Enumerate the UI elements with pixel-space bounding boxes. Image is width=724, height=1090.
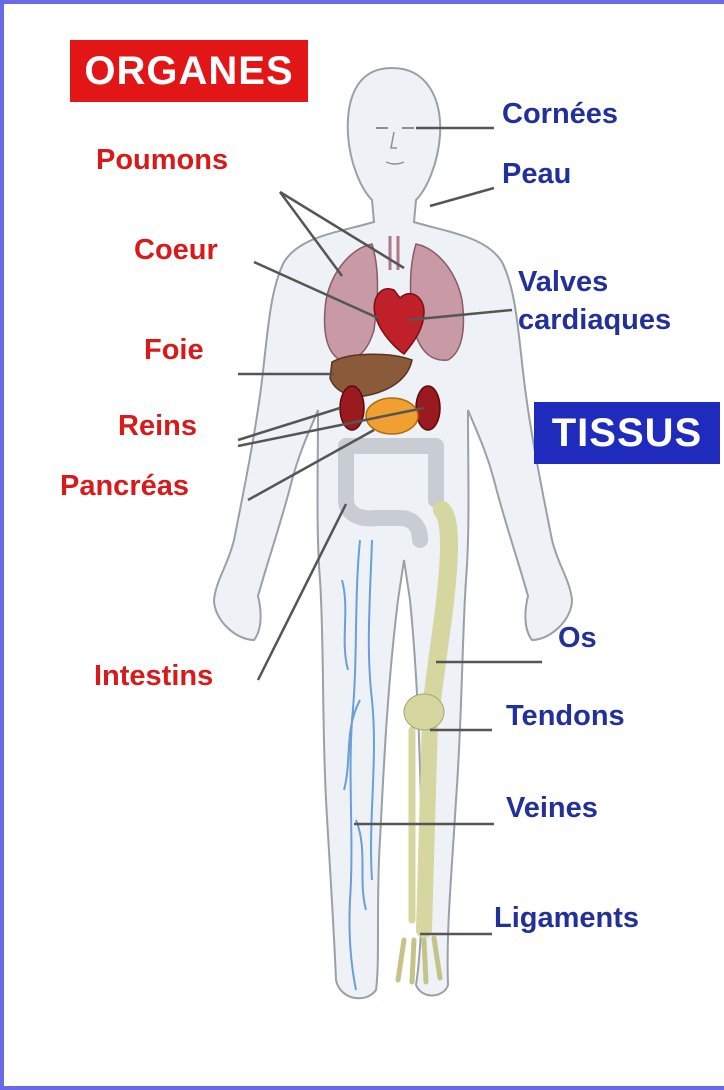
label-pancreas: Pancréas <box>60 472 189 501</box>
tissus-header: TISSUS <box>534 402 720 464</box>
label-veines: Veines <box>506 794 598 823</box>
knee <box>404 694 444 730</box>
label-foie: Foie <box>144 336 204 365</box>
label-poumons: Poumons <box>96 146 228 175</box>
label-tendons: Tendons <box>506 702 625 731</box>
leader-peau <box>430 188 494 206</box>
label-intestins: Intestins <box>94 662 213 691</box>
label-valves-line2: cardiaques <box>518 306 671 335</box>
label-peau: Peau <box>502 160 571 189</box>
pancreas <box>366 398 418 434</box>
label-reins: Reins <box>118 412 197 441</box>
label-coeur: Coeur <box>134 236 218 265</box>
label-os: Os <box>558 624 597 653</box>
label-ligaments: Ligaments <box>494 904 639 933</box>
organes-header: ORGANES <box>70 40 308 102</box>
label-valves-line1: Valves <box>518 268 608 297</box>
body-silhouette <box>214 68 572 998</box>
label-cornees: Cornées <box>502 100 618 129</box>
